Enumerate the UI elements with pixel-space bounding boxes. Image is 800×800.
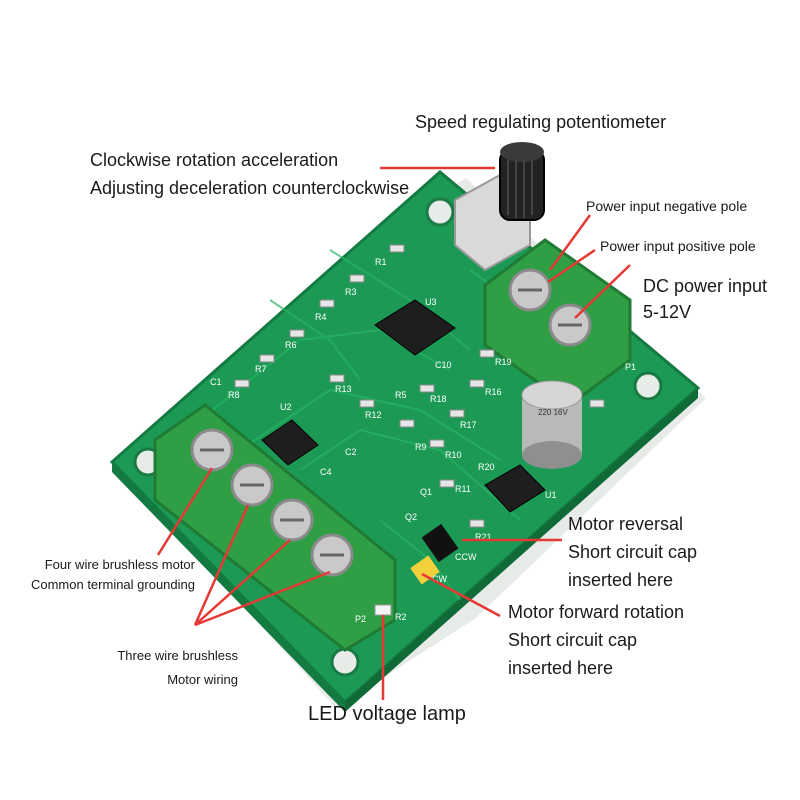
mounting-holes [133,197,663,677]
callout-lines [156,166,631,700]
silk-q1: Q1 [420,487,432,497]
capacitor [521,380,583,469]
silk-u3: U3 [425,297,437,307]
label-dc-input: DC power input 5-12V [643,276,768,322]
silk-r21: R21 [475,532,492,542]
silk-u2: U2 [280,402,292,412]
label-three-wire: Three wire brushless Motor wiring [117,648,238,687]
callout-three-wire-a [193,504,250,626]
silk-r11: R11 [455,484,471,494]
silk-r19: R19 [495,357,512,367]
callout-forward [421,572,501,618]
silk-q2: Q2 [405,512,417,522]
silk-c1: C1 [210,377,222,387]
silk-r5: R5 [395,390,407,400]
silk-r16: R16 [485,387,502,397]
silk-r10: R10 [445,450,462,460]
silk-p1: P1 [625,362,636,372]
jumper-pins [410,523,459,585]
silk-r13: R13 [335,384,352,394]
label-pos-pole: Power input positive pole [600,238,756,254]
silk-r2: R2 [395,612,407,622]
label-four-wire: Four wire brushless motor Common termina… [30,557,195,592]
motor-terminals [153,403,397,652]
callout-three-wire-b [194,539,291,626]
silk-r3: R3 [345,287,357,297]
silk-c4: C4 [320,467,332,477]
potentiometer [454,142,545,272]
label-reversal: Motor reversal Short circuit cap inserte… [568,514,698,590]
label-rotation: Clockwise rotation acceleration Adjustin… [90,150,410,198]
silk-r20: R20 [478,462,495,472]
regulator [484,464,546,513]
power-terminal [483,238,632,407]
callout-pos-pole [547,248,596,284]
silk-r1: R1 [375,257,387,267]
label-neg-pole: Power input negative pole [586,198,748,214]
callout-four-wire [156,467,214,556]
silk-r6: R6 [285,340,297,350]
callout-dc-input [574,264,631,319]
label-led-lamp: LED voltage lamp [308,703,466,725]
silk-r7: R7 [255,364,267,374]
silk-r17: R17 [460,420,477,430]
silk-cw: CW [432,574,447,584]
chip-u3 [374,299,456,356]
label-forward: Motor forward rotation Short circuit cap… [508,602,685,678]
silk-c2: C2 [345,447,357,457]
chip-driver [261,419,319,466]
led [374,604,392,616]
capacitor-mark: 220 16V [538,408,568,417]
label-potentiometer: Speed regulating potentiometer [415,112,667,132]
silk-r8: R8 [228,390,240,400]
silk-r18: R18 [430,394,447,404]
callout-neg-pole [548,214,592,271]
silk-u1: U1 [545,490,557,500]
silk-r9: R9 [415,442,427,452]
silk-r12: R12 [365,410,382,420]
callout-three-wire-c [194,570,331,627]
silk-r4: R4 [315,312,327,322]
silk-c10: C10 [435,360,452,370]
silk-ccw: CCW [455,552,477,562]
silk-p2: P2 [355,614,366,624]
